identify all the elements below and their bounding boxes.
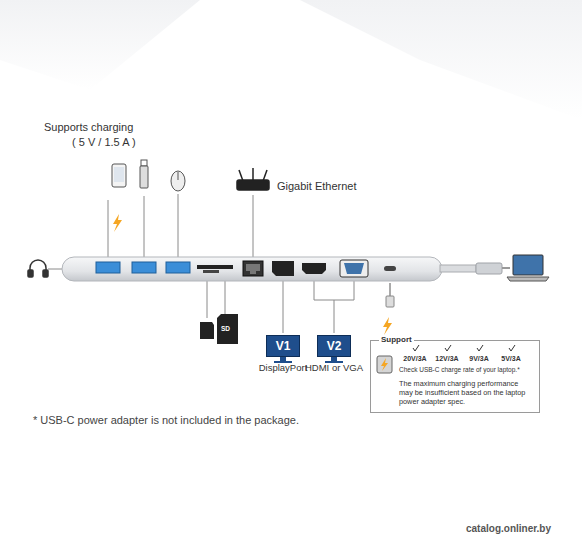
dock-hub-part — [502, 267, 510, 269]
video-ports-part — [340, 260, 368, 277]
headphone-icon-part — [28, 270, 33, 277]
port-name: Gigabit Ethernet — [277, 180, 357, 192]
ethernet-port-part — [250, 271, 256, 274]
port-caption: DisplayPort — [259, 362, 308, 374]
device-icons-part — [171, 171, 185, 191]
background-part — [300, 0, 582, 120]
device-icons-part — [178, 172, 179, 180]
leader-lines-part — [48, 269, 63, 270]
leader-lines-part — [334, 300, 335, 333]
charge-rate: 5V/3A — [495, 354, 527, 363]
background-part — [0, 0, 200, 90]
adapter-icon-part — [381, 358, 388, 371]
monitor-label: V2 — [318, 336, 350, 356]
router-icon — [237, 168, 269, 190]
feature-note: ( 5 V / 1.5 A ) — [72, 136, 136, 148]
usb-c-port — [384, 266, 396, 307]
card-label: SD — [221, 325, 230, 332]
device-icons — [112, 160, 185, 191]
monitor-stands-part — [280, 357, 286, 361]
leader-lines-part — [108, 200, 109, 261]
charge-rate: 9V/3A — [463, 354, 495, 363]
device-icons-part — [114, 167, 124, 182]
box-heading: Support — [379, 335, 414, 345]
card-slots-part — [200, 322, 214, 339]
charge-bolt — [113, 214, 392, 335]
leader-lines-part — [178, 194, 179, 261]
adapter-icon — [377, 356, 392, 373]
ethernet-port-part — [246, 264, 260, 271]
card-slots-part — [203, 270, 219, 273]
card-slots-part — [217, 314, 238, 344]
charge-rate: 20V/3A — [399, 354, 431, 363]
laptop-icon-part — [513, 255, 543, 275]
video-ports-part — [272, 261, 294, 276]
leader-lines-part — [253, 195, 254, 260]
note-text: Check USB-C charge rate of your laptop.* — [399, 365, 534, 374]
headphone-icon-part — [43, 270, 48, 277]
charge-bolt-part — [113, 214, 122, 232]
laptop-icon-part — [507, 277, 549, 281]
usb-ports-part — [166, 262, 190, 273]
monitor-stands-part — [331, 357, 337, 361]
monitor-box: V2HDMI or VGA — [317, 335, 351, 357]
feature-note: Supports charging — [44, 121, 133, 133]
dock-hub-part — [440, 265, 476, 272]
router-icon-part — [237, 180, 269, 190]
device-icons-part — [140, 166, 148, 188]
dock-hub — [62, 257, 510, 281]
usb-ports-part — [96, 262, 120, 273]
check-marks-part — [477, 345, 483, 351]
headphone-icon — [28, 260, 48, 277]
info-box: Support20V/3A12V/3A9V/3A5V/3ACheck USB-C… — [370, 340, 540, 413]
usb-ports-part — [132, 262, 156, 273]
charge-rate: 12V/3A — [431, 354, 463, 363]
laptop-icon — [507, 255, 549, 281]
router-icon-part — [252, 168, 254, 181]
ethernet-port-part — [243, 261, 263, 276]
adapter-icon-part — [377, 356, 392, 373]
video-ports-part — [344, 263, 364, 274]
usb-c-port-part — [384, 266, 396, 271]
video-ports — [272, 260, 368, 277]
usb-ports — [96, 262, 190, 273]
charge-bolt-part — [383, 317, 392, 335]
device-icons-part — [112, 164, 126, 187]
card-slots — [197, 265, 238, 344]
ethernet-port — [243, 261, 263, 276]
check-marks — [413, 345, 515, 351]
rate-row: 20V/3A12V/3A9V/3A5V/3A — [399, 354, 534, 363]
monitor-box: V1DisplayPort — [266, 335, 300, 357]
usb-c-port-part — [389, 283, 391, 296]
note-text: The maximum charging performance may be … — [399, 379, 534, 406]
dock-hub-part — [476, 263, 502, 274]
device-icons-part — [141, 160, 147, 166]
monitor-label: V1 — [267, 336, 299, 356]
leader-lines-part — [283, 277, 284, 333]
port-caption: HDMI or VGA — [305, 362, 363, 374]
card-slots-part — [197, 265, 233, 269]
usb-c-port-part — [386, 296, 394, 307]
watermark: catalog.onliner.by — [466, 523, 551, 534]
check-marks-part — [445, 345, 451, 351]
check-marks-part — [413, 345, 419, 351]
check-marks-part — [509, 345, 515, 351]
leader-lines-part — [144, 196, 145, 261]
footnote: * USB-C power adapter is not included in… — [33, 414, 299, 426]
dock-hub-part — [62, 257, 442, 281]
video-ports-part — [302, 263, 326, 274]
